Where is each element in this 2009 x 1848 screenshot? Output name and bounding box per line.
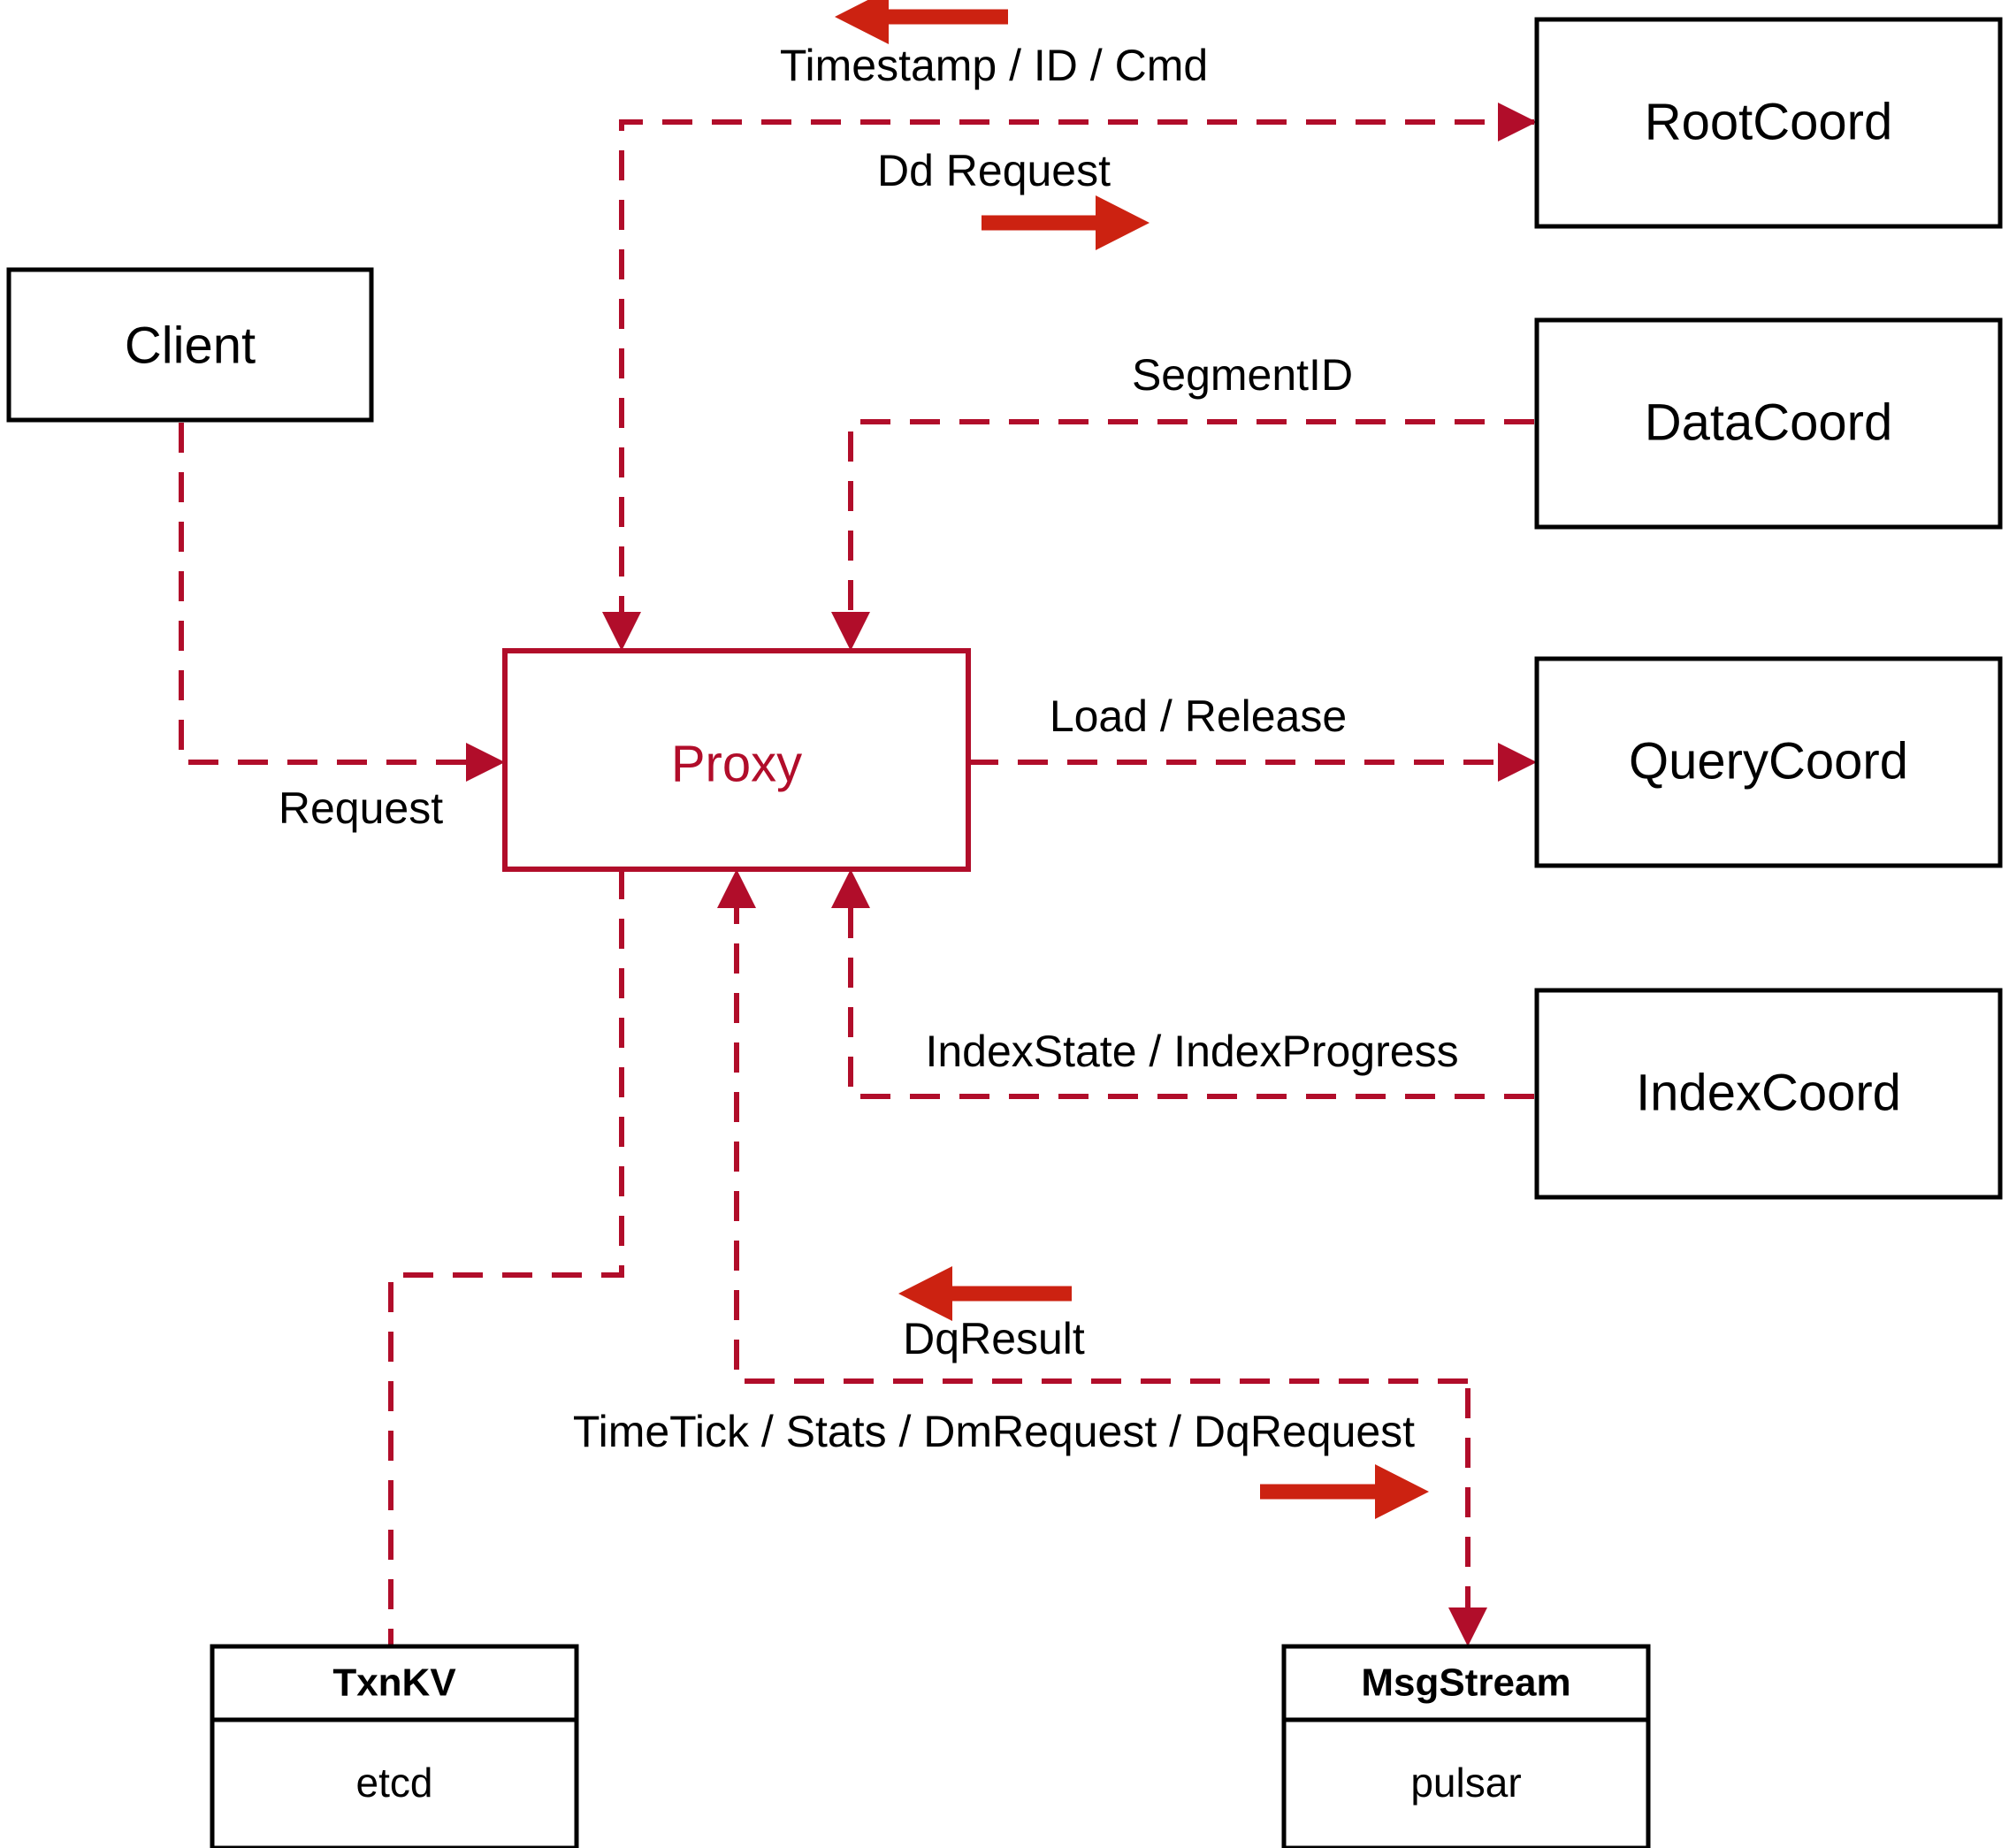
- edge-timestamp-id-cmd: [602, 119, 1534, 651]
- node-index-coord[interactable]: IndexCoord: [1534, 988, 2003, 1200]
- node-data-coord[interactable]: DataCoord: [1534, 317, 2003, 530]
- node-index-coord-label: IndexCoord: [1636, 1064, 1901, 1121]
- edge-label-timetick-stats: TimeTick / Stats / DmRequest / DqRequest: [573, 1407, 1415, 1456]
- edge-index-state-progress: [831, 869, 1534, 1099]
- edge-label-dq-result: DqResult: [903, 1314, 1085, 1363]
- edge-request: [179, 423, 505, 782]
- node-query-coord-label: QueryCoord: [1629, 732, 1908, 790]
- annotation-arrow-left-timestamp: [835, 0, 1008, 44]
- annotation-arrow-right-dd-request: [982, 195, 1150, 250]
- edge-dd-request-head: [1498, 103, 1537, 141]
- node-client[interactable]: Client: [6, 267, 374, 423]
- edge-label-load-release: Load / Release: [1050, 691, 1347, 741]
- node-query-coord[interactable]: QueryCoord: [1534, 656, 2003, 868]
- node-msgstream-header: MsgStream: [1361, 1661, 1570, 1705]
- edge-label-dd-request: Dd Request: [877, 146, 1111, 195]
- node-data-coord-label: DataCoord: [1645, 393, 1892, 451]
- edge-proxy-txnkv: [388, 869, 624, 1646]
- edge-dq-result: [717, 869, 1468, 1384]
- annotation-arrow-right-timetick: [1260, 1464, 1429, 1519]
- edge-load-release: [968, 743, 1537, 782]
- edge-segment-id: [831, 419, 1534, 651]
- node-msgstream[interactable]: MsgStream pulsar: [1281, 1644, 1651, 1848]
- node-msgstream-body: pulsar: [1410, 1760, 1521, 1806]
- edge-timetick-stats: [1448, 1388, 1487, 1646]
- edge-label-timestamp-id-cmd: Timestamp / ID / Cmd: [780, 41, 1208, 90]
- node-root-coord[interactable]: RootCoord: [1534, 17, 2003, 229]
- node-root-coord-label: RootCoord: [1645, 93, 1892, 150]
- annotation-arrow-left-dq-result: [898, 1266, 1072, 1321]
- edge-label-segment-id: SegmentID: [1132, 350, 1353, 400]
- node-client-label: Client: [125, 317, 256, 374]
- node-txnkv[interactable]: TxnKV etcd: [210, 1644, 579, 1848]
- edge-label-request: Request: [279, 783, 443, 833]
- node-proxy-label: Proxy: [671, 735, 802, 792]
- node-proxy[interactable]: Proxy: [502, 648, 971, 872]
- node-txnkv-header: TxnKV: [332, 1661, 456, 1705]
- node-txnkv-body: etcd: [356, 1760, 433, 1806]
- edge-label-index-state-progress: IndexState / IndexProgress: [925, 1027, 1458, 1076]
